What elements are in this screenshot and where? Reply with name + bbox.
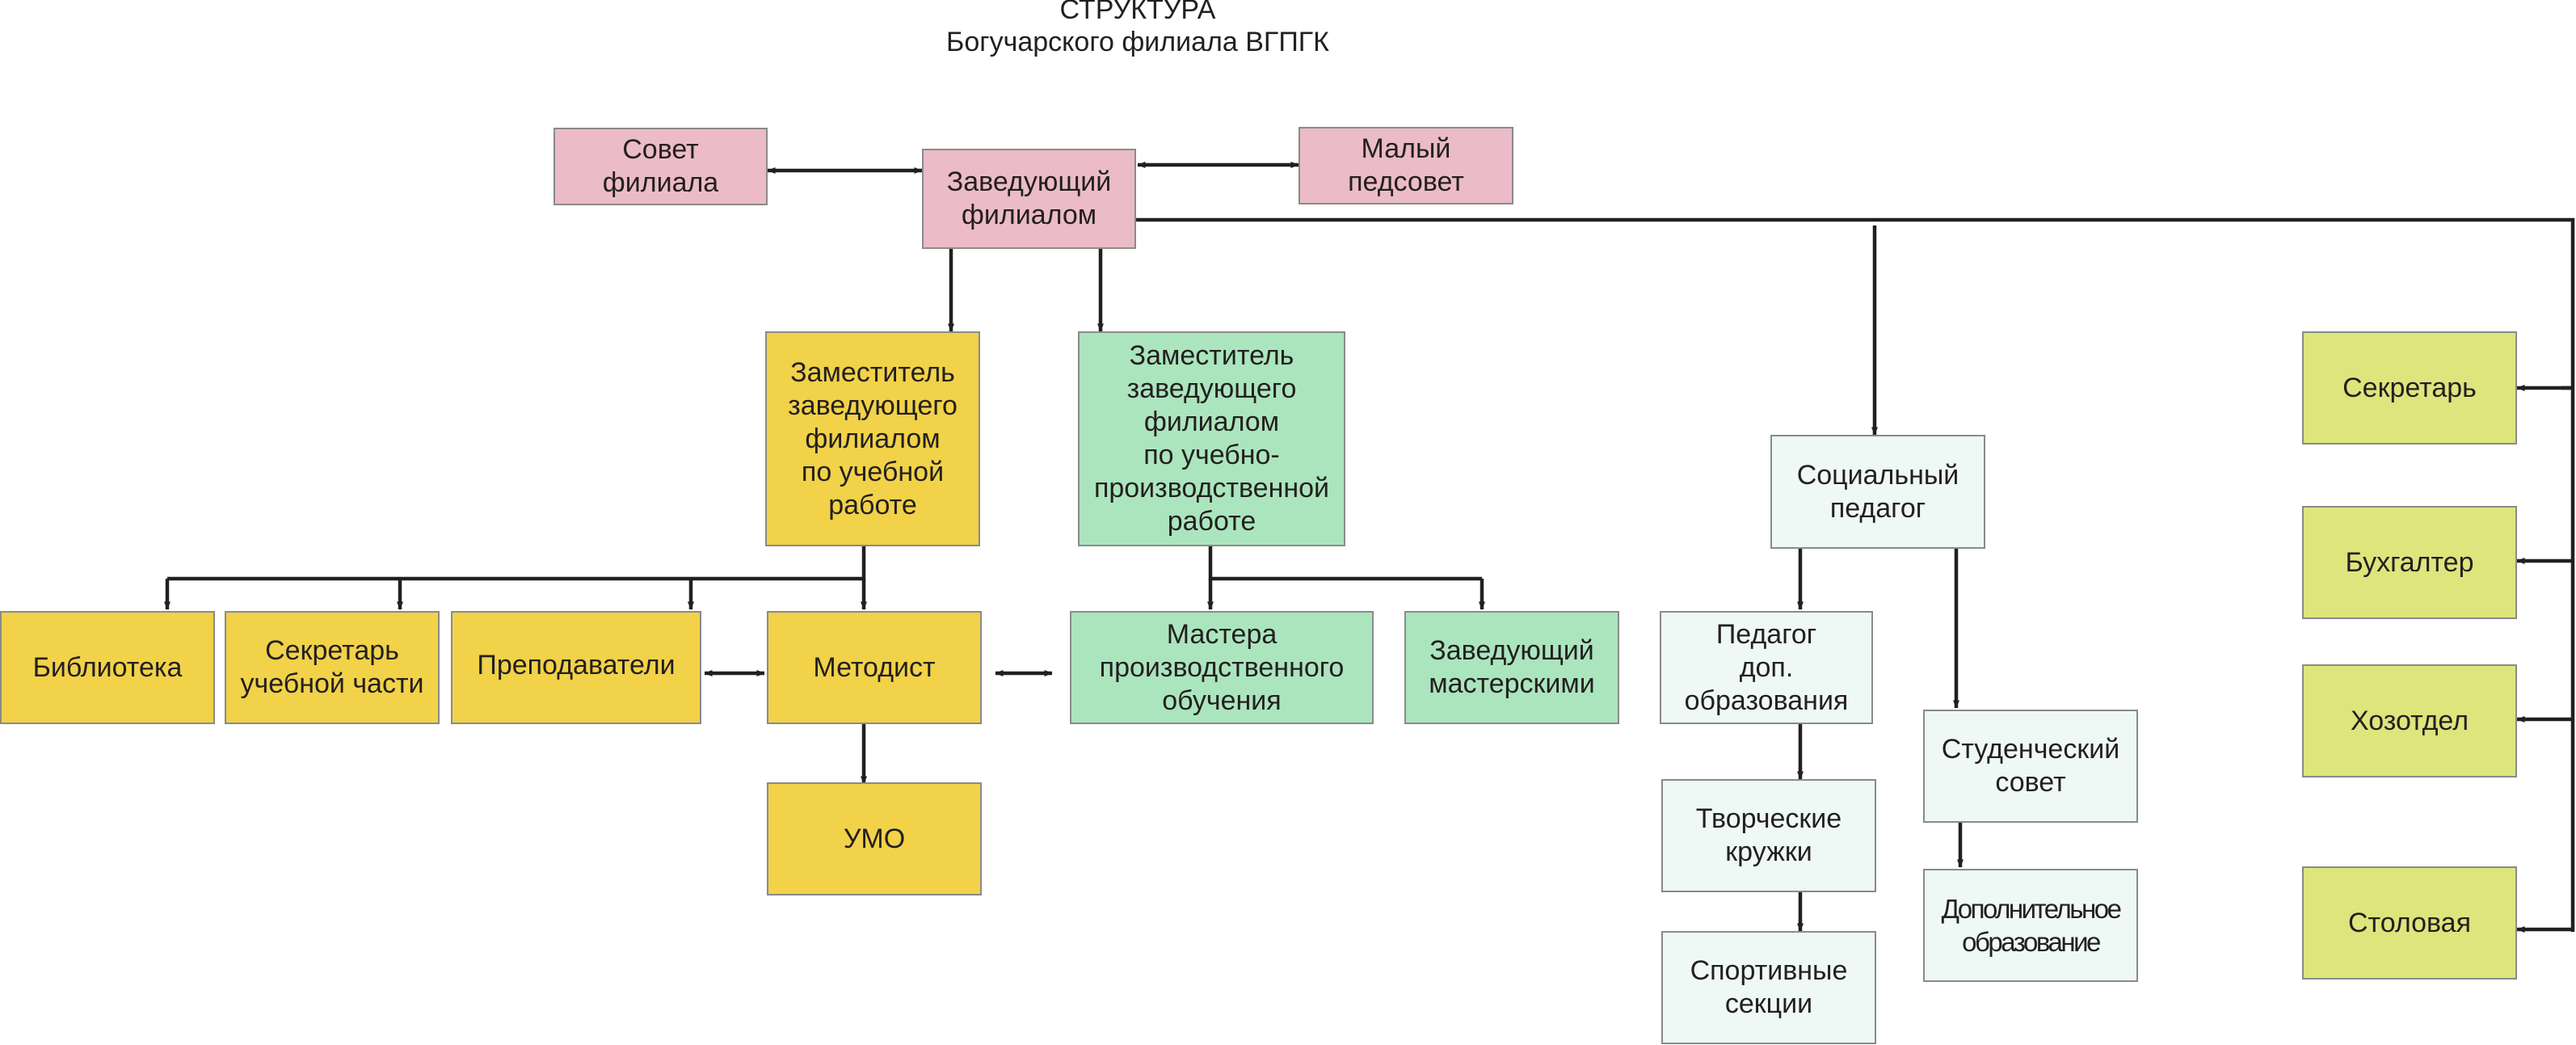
connector-zam-uchebnoy-bus — [167, 545, 866, 581]
node-zav-masterskimi: Заведующий мастерскими — [1404, 611, 1619, 724]
node-maly-pedsovet: Малый педсовет — [1299, 127, 1513, 204]
node-label: Библиотека — [32, 651, 183, 683]
diagram-subtitle: Богучарского филиала ВГПГК — [946, 27, 1329, 57]
node-umo: УМО — [767, 782, 982, 895]
node-label: УМО — [843, 823, 906, 854]
node-label: Совет филиала — [602, 134, 719, 198]
node-hozotdel: Хозотдел — [2302, 664, 2517, 777]
node-metodist: Методист — [767, 611, 982, 724]
node-prepodavateli: Преподаватели — [451, 611, 701, 724]
node-zaveduyushchiy: Заведующий филиалом — [922, 149, 1136, 249]
node-label: Секретарь учебной части — [240, 635, 424, 699]
node-label: Малый педсовет — [1348, 133, 1464, 197]
node-pedagog-dop: Педагог доп. образования — [1660, 611, 1873, 724]
node-label: Заведующий мастерскими — [1429, 635, 1595, 699]
node-label: Спортивные секции — [1690, 955, 1848, 1019]
node-studencheskiy-sovet: Студенческий совет — [1923, 710, 2138, 823]
node-label: Социальный педагог — [1796, 459, 1959, 524]
node-label: Секретарь — [2342, 372, 2477, 403]
node-sovet-filiala: Совет филиала — [554, 128, 768, 205]
node-label: Хозотдел — [2350, 705, 2469, 736]
node-biblioteka: Библиотека — [0, 611, 215, 724]
node-label: Методист — [813, 651, 936, 683]
node-label: Заведующий филиалом — [946, 166, 1112, 230]
node-zam-proizvodstvennoy: Заместитель заведующего филиалом по учеб… — [1078, 331, 1345, 546]
node-label: Дополнительное образование — [1941, 894, 2122, 957]
node-label: Педагог доп. образования — [1684, 618, 1849, 716]
node-buhgalter: Бухгалтер — [2302, 506, 2517, 619]
node-mastera: Мастера производственного обучения — [1070, 611, 1374, 724]
node-label: Преподаватели — [477, 650, 676, 681]
diagram-title: СТРУКТУРА — [1059, 0, 1216, 25]
node-tvorcheskie-kruzhki: Творческие кружки — [1661, 779, 1876, 892]
node-sekretar: Секретарь — [2302, 331, 2517, 445]
node-label: Студенческий совет — [1941, 734, 2120, 798]
node-zam-uchebnoy: Заместитель заведующего филиалом по учеб… — [765, 331, 980, 546]
node-stolovaya: Столовая — [2302, 866, 2517, 980]
node-label: Заместитель заведующего филиалом по учеб… — [788, 356, 958, 520]
node-label: Мастера производственного обучения — [1099, 618, 1345, 716]
node-label: Столовая — [2347, 907, 2472, 938]
node-label: Заместитель заведующего филиалом по учеб… — [1093, 340, 1330, 537]
connector-zam-proizv-bus — [1208, 545, 1482, 581]
node-sportivnye-sekcii: Спортивные секции — [1661, 931, 1876, 1044]
node-sekretar-uchebnoy: Секретарь учебной части — [225, 611, 440, 724]
node-socialny-pedagog: Социальный педагог — [1770, 435, 1985, 549]
node-label: Творческие кружки — [1695, 803, 1842, 867]
node-dopolnitelnoe: Дополнительное образование — [1923, 869, 2138, 982]
node-label: Бухгалтер — [2345, 546, 2474, 578]
connector-zav-right-bus — [1134, 217, 2575, 932]
